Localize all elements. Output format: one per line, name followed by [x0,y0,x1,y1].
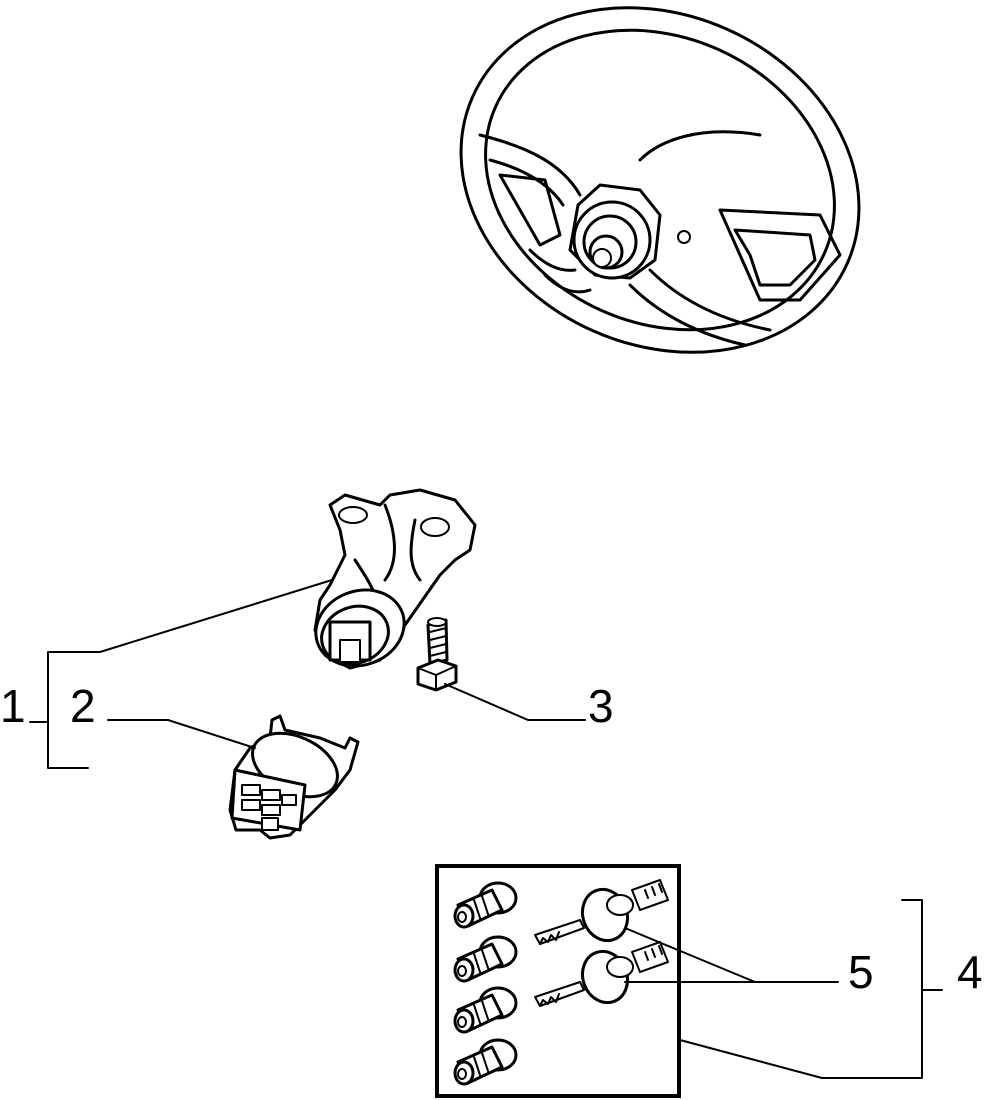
steering-wheel-icon [459,6,861,354]
key-icon [534,941,669,1007]
leader-lines [29,579,943,1079]
lock-cylinder-icon [453,986,518,1034]
callout-1: 1 [0,680,26,732]
callout-5: 5 [848,946,874,998]
callout-3: 3 [588,680,614,732]
steering-lock-body-icon [313,488,477,670]
lock-cylinder-icon [453,1038,518,1086]
lock-cylinder-icon [453,881,518,929]
lock-cylinder-icon [453,935,518,983]
callout-2: 2 [70,680,96,732]
callout-4: 4 [957,946,983,998]
bolt-icon [416,617,458,692]
ignition-switch-icon [228,714,360,840]
key-icon [534,879,669,945]
